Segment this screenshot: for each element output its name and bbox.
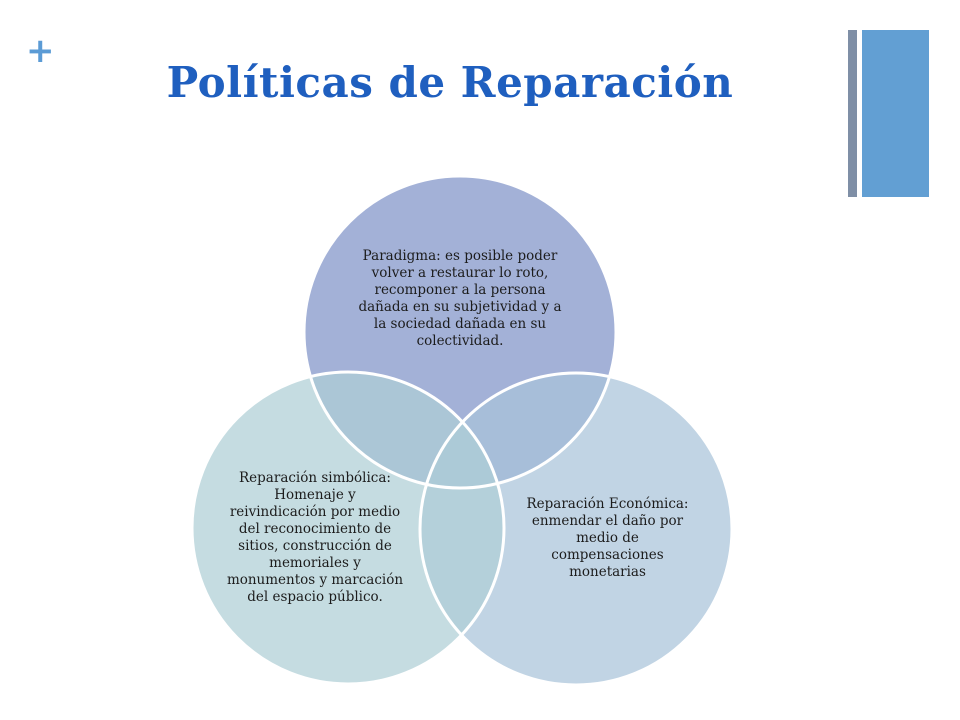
venn-text-right: Reparación Económica: enmendar el daño p… bbox=[526, 496, 689, 580]
slide-title: Políticas de Reparación bbox=[166, 58, 734, 107]
decor-bar-wide bbox=[862, 30, 929, 197]
plus-icon: + bbox=[26, 31, 55, 71]
venn-circle-right bbox=[420, 373, 732, 685]
venn-outline-right bbox=[418, 371, 734, 687]
decor-bar-thin bbox=[848, 30, 857, 197]
venn-outline-left bbox=[190, 370, 506, 686]
venn-text-left: Reparación simbólica: Homenaje y reivind… bbox=[226, 470, 404, 605]
venn-circle-left bbox=[192, 372, 504, 684]
venn-text-top: Paradigma: es posible poder volver a res… bbox=[358, 248, 562, 349]
venn-outline-top bbox=[302, 174, 618, 490]
